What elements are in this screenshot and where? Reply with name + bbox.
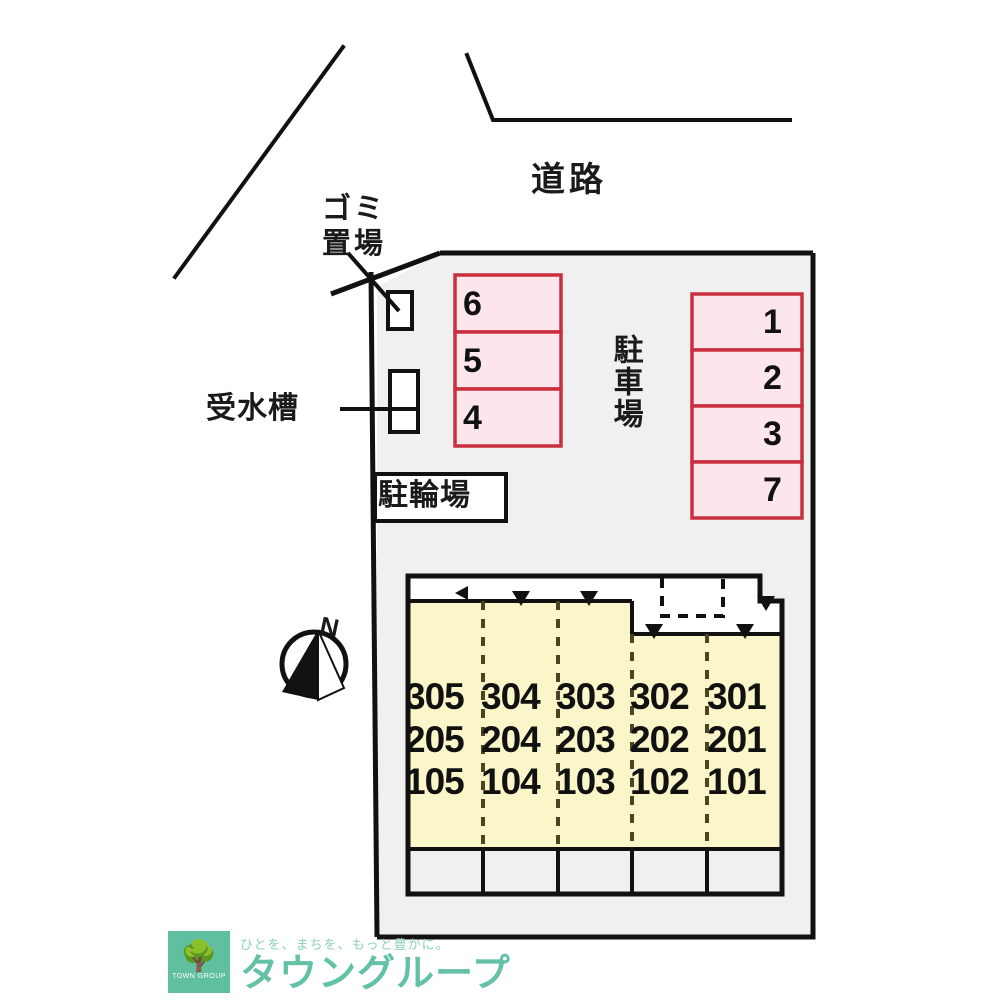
logo-text-block: ひとを、まちを、もっと豊かに。 タウングループ bbox=[240, 934, 511, 993]
parking-stall-4[interactable] bbox=[453, 387, 563, 448]
parking-stall-group-right bbox=[690, 292, 804, 520]
bicycle-parking-label: 駐輪場 bbox=[378, 479, 471, 512]
balcony-divider-lines bbox=[481, 849, 709, 894]
road-label: 道路 bbox=[531, 161, 607, 199]
parking-stall-3-label: 3 bbox=[763, 415, 782, 453]
building-block bbox=[405, 573, 785, 897]
parking-stall-group-left bbox=[453, 273, 563, 448]
company-logo: 🌳 TOWN GROUP ひとを、まちを、もっと豊かに。 タウングループ bbox=[168, 931, 511, 993]
unit-305-label: 305 bbox=[405, 676, 465, 717]
parking-stall-4-label: 4 bbox=[463, 399, 482, 437]
water-tank-label: 受水槽 bbox=[206, 392, 299, 425]
parking-stall-6-label: 6 bbox=[463, 285, 482, 323]
unit-104-label: 104 bbox=[481, 761, 541, 802]
parking-stall-1[interactable] bbox=[690, 292, 804, 352]
entrance-marker-4 bbox=[645, 624, 663, 639]
parking-stall-7-label: 7 bbox=[763, 471, 782, 509]
entrance-marker-5 bbox=[736, 624, 754, 639]
unit-204-label: 204 bbox=[481, 719, 541, 760]
unit-205-label: 205 bbox=[405, 719, 465, 760]
parking-stall-7[interactable] bbox=[690, 460, 804, 520]
unit-103-label: 103 bbox=[556, 761, 616, 802]
trash-area-box bbox=[346, 251, 414, 331]
logo-tagline: ひとを、まちを、もっと豊かに。 bbox=[240, 937, 450, 952]
unit-102-label: 102 bbox=[630, 761, 690, 802]
stairwell-dashed-box bbox=[660, 578, 725, 618]
water-tank-box bbox=[340, 369, 420, 434]
tree-glyph: 🌳 bbox=[180, 939, 218, 973]
unit-203-label: 203 bbox=[556, 719, 616, 760]
unit-105-label: 105 bbox=[405, 761, 465, 802]
logo-tree-icon: 🌳 TOWN GROUP bbox=[168, 931, 230, 993]
entrance-marker-left-arrow bbox=[455, 586, 468, 600]
unit-202-label: 202 bbox=[630, 719, 690, 760]
unit-303-label: 303 bbox=[556, 676, 616, 717]
unit-304-label: 304 bbox=[481, 676, 541, 717]
parking-stall-5[interactable] bbox=[453, 330, 563, 391]
entrance-marker-2 bbox=[580, 591, 598, 606]
parking-stall-3[interactable] bbox=[690, 404, 804, 464]
unit-201-label: 201 bbox=[707, 719, 767, 760]
unit-101-label: 101 bbox=[707, 761, 767, 802]
logo-mark-text: TOWN GROUP bbox=[172, 972, 226, 980]
logo-company-name: タウングループ bbox=[240, 953, 511, 995]
parking-stall-1-label: 1 bbox=[763, 303, 782, 341]
adjacent-plot-line bbox=[172, 44, 346, 280]
entrance-markers bbox=[455, 586, 775, 639]
parking-stall-2[interactable] bbox=[690, 348, 804, 408]
bicycle-parking-box bbox=[373, 472, 508, 523]
unit-divider-lines bbox=[481, 601, 709, 849]
entrance-marker-3 bbox=[757, 596, 775, 611]
parking-lot-label: 駐車場 bbox=[608, 334, 642, 430]
parking-stall-5-label: 5 bbox=[463, 342, 482, 380]
entrance-marker-1 bbox=[512, 591, 530, 606]
road-boundary bbox=[464, 52, 792, 122]
parking-stall-2-label: 2 bbox=[763, 359, 782, 397]
trash-area-label: ゴミ 置場 bbox=[322, 193, 387, 261]
compass-rose bbox=[279, 629, 349, 702]
unit-301-label: 301 bbox=[707, 676, 767, 717]
unit-302-label: 302 bbox=[630, 676, 690, 717]
